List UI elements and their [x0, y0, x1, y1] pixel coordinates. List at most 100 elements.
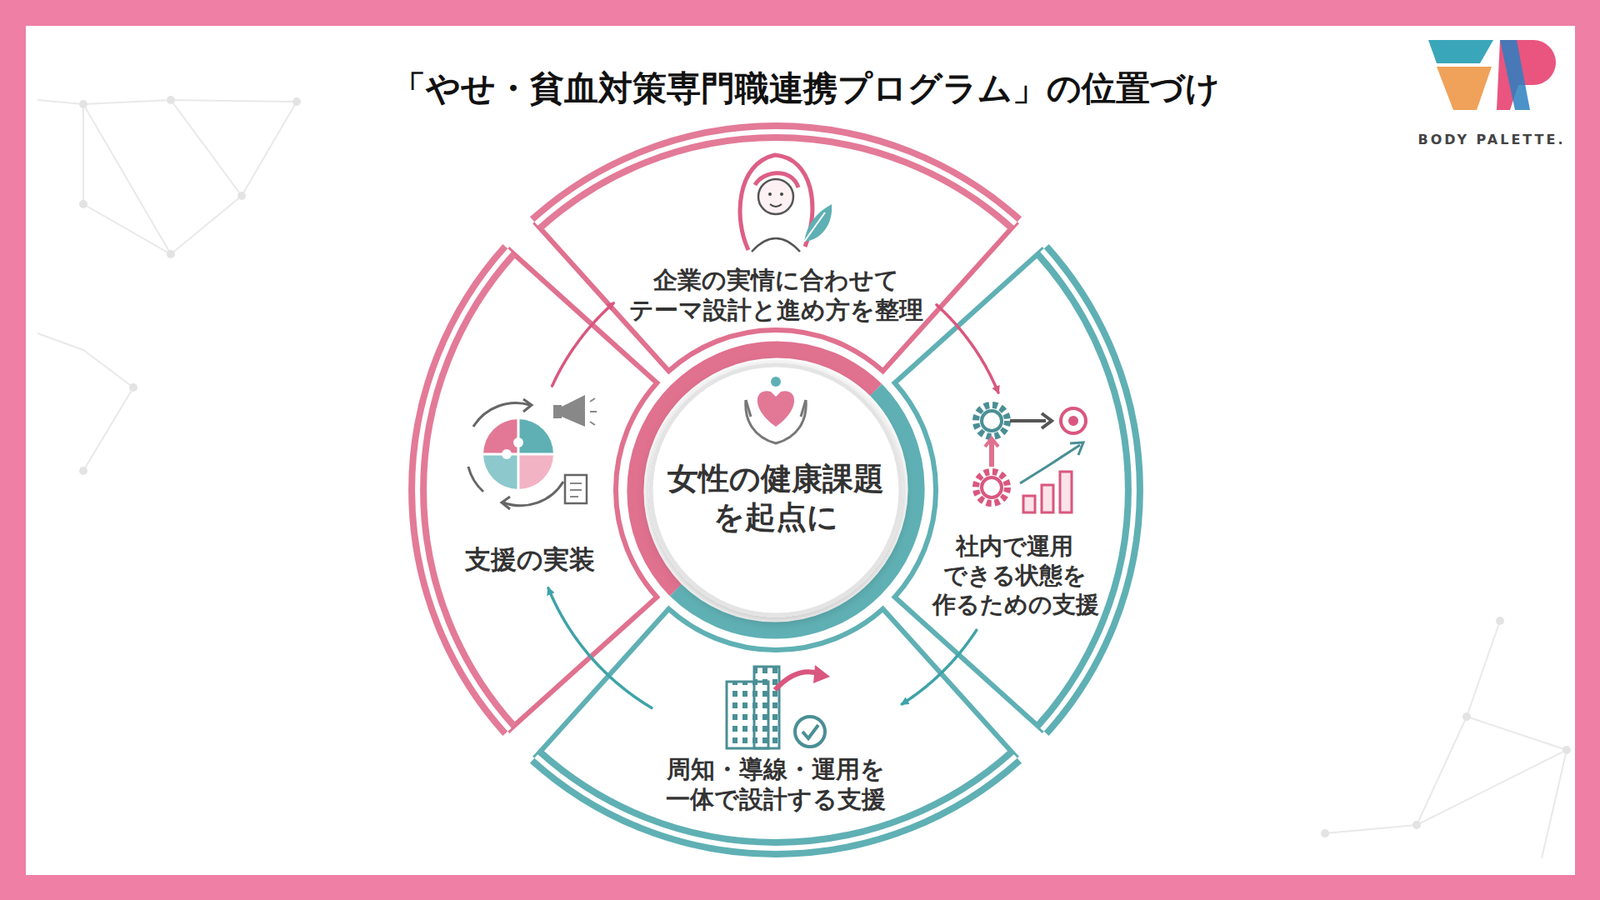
- inner-ring: [635, 349, 916, 630]
- segment-text: 周知・導線・運用を 一体で設計する支援: [662, 754, 890, 815]
- cycle-arrow: [548, 588, 652, 709]
- network-decoration: [1325, 620, 1567, 859]
- ring-sectors: [417, 250, 657, 730]
- puzzle-cycle-icon: [483, 454, 519, 490]
- puzzle-cycle-icon: [518, 454, 554, 490]
- puzzle-cycle-icon: [553, 405, 562, 419]
- network-dots: [1412, 820, 1421, 830]
- outer-ring-band: [535, 131, 1015, 224]
- network-decoration: [37, 100, 1567, 859]
- center-disk: [650, 365, 901, 615]
- building-icon: [795, 716, 825, 747]
- puzzle-cycle-icon: [501, 496, 510, 510]
- network-dots: [79, 100, 88, 109]
- cycle-arrow: [552, 303, 615, 386]
- logo-mark: [1500, 40, 1530, 110]
- puzzle-cycle-icon: [501, 449, 512, 460]
- puzzle-cycle-icon: [523, 399, 532, 412]
- ring-sectors: [535, 609, 1015, 849]
- gears-chart-icon: [1060, 471, 1072, 513]
- segment-label: 社内で運用 できる状態を 作るための支援: [925, 398, 1105, 626]
- network-dots: [292, 97, 301, 106]
- gears-chart-icon: [1023, 495, 1035, 513]
- puzzle-cycle-icon: [468, 395, 597, 510]
- building-icon: [813, 665, 830, 684]
- gears-chart-icon: [1041, 485, 1054, 513]
- segment-label: 周知・導線・運用を 一体で設計する支援: [655, 665, 897, 822]
- network-dots: [1320, 829, 1330, 838]
- segment-text: 支援の実装: [460, 543, 600, 576]
- ring-sectors: [417, 131, 1135, 849]
- segment-text: 社内で運用 できる状態を 作るための支援: [932, 531, 1099, 620]
- building-icon: [775, 671, 819, 690]
- care-hands-icon: [770, 376, 781, 387]
- network-dots: [129, 383, 138, 392]
- puzzle-cycle-icon: [483, 419, 554, 490]
- gears-chart-icon: [975, 471, 1008, 504]
- woman-icon: [770, 204, 782, 207]
- segment-label: 支援の実装: [453, 390, 606, 583]
- gears-chart-icon: [1060, 408, 1086, 434]
- woman-icon: [740, 155, 832, 252]
- woman-icon: [758, 179, 794, 215]
- puzzle-cycle-icon: [503, 481, 564, 506]
- puzzle-cycle-icon: [570, 483, 582, 497]
- gears-chart-icon: [985, 438, 999, 447]
- ring-sectors: [535, 131, 1015, 371]
- logo-mark: [1428, 40, 1556, 110]
- woman-icon: [768, 192, 772, 196]
- center-text: 女性の健康課題 を起点に: [661, 460, 890, 538]
- segment-text: 企業の実情に合わせて テーマ設計と進め方を整理: [625, 265, 926, 326]
- logo-mark: [1436, 66, 1492, 110]
- network-dots: [79, 95, 1571, 838]
- title: 「やせ・貧血対策専門職連携プログラム」の位置づけ: [222, 66, 1390, 111]
- care-hands-icon: [757, 390, 795, 427]
- puzzle-cycle-icon: [518, 419, 554, 455]
- network-dots: [166, 95, 175, 105]
- gears-chart-icon: [1010, 419, 1046, 423]
- ring-sectors: [895, 250, 1135, 730]
- segment-label: 企業の実情に合わせて テーマ設計と進め方を整理: [619, 150, 933, 333]
- gears-chart-icon: [1070, 442, 1084, 455]
- gears-chart-icon: [981, 477, 1002, 498]
- gears-chart-icon: [975, 405, 1008, 437]
- network-dots: [166, 250, 175, 259]
- woman-icon: [804, 204, 832, 242]
- gears-chart-icon: [989, 440, 995, 467]
- woman-icon: [804, 212, 825, 242]
- puzzle-cycle-icon: [473, 403, 530, 427]
- logo-mark: [1496, 40, 1556, 110]
- center-circle: 女性の健康課題 を起点に: [650, 365, 901, 615]
- building-icon: [802, 725, 819, 739]
- puzzle-cycle-icon: [468, 466, 484, 492]
- cycle-arrow: [936, 305, 999, 393]
- outer-ring-band: [1042, 250, 1135, 730]
- outer-ring-inline: [417, 131, 1135, 849]
- building-icon: [726, 665, 830, 749]
- gears-chart-icon: [981, 410, 1002, 431]
- woman-icon: [780, 192, 784, 196]
- care-hands-icon: [745, 376, 806, 444]
- gears-chart-icon: [1020, 445, 1080, 484]
- puzzle-cycle-icon: [513, 437, 524, 448]
- gears-chart-icon: [1041, 413, 1052, 429]
- network-dots: [1462, 712, 1471, 721]
- building-icon: [754, 666, 780, 749]
- outer-ring-band: [417, 131, 1135, 849]
- cycle-arrow: [901, 630, 977, 705]
- puzzle-cycle-icon: [565, 475, 587, 504]
- outer-ring-band: [417, 250, 510, 730]
- woman-icon: [740, 155, 813, 250]
- network-dots: [79, 200, 88, 209]
- woman-icon: [751, 238, 800, 252]
- network-dots: [1562, 745, 1571, 755]
- puzzle-cycle-icon: [483, 419, 519, 455]
- logo-wordmark: BODY PALETTE.: [1416, 131, 1567, 148]
- puzzle-cycle-icon: [590, 398, 597, 425]
- network-dots: [79, 466, 88, 475]
- network-decoration: [37, 100, 297, 471]
- outer-ring-inline: [417, 250, 510, 730]
- logo-mark: [1428, 40, 1494, 64]
- network-dots: [237, 191, 246, 200]
